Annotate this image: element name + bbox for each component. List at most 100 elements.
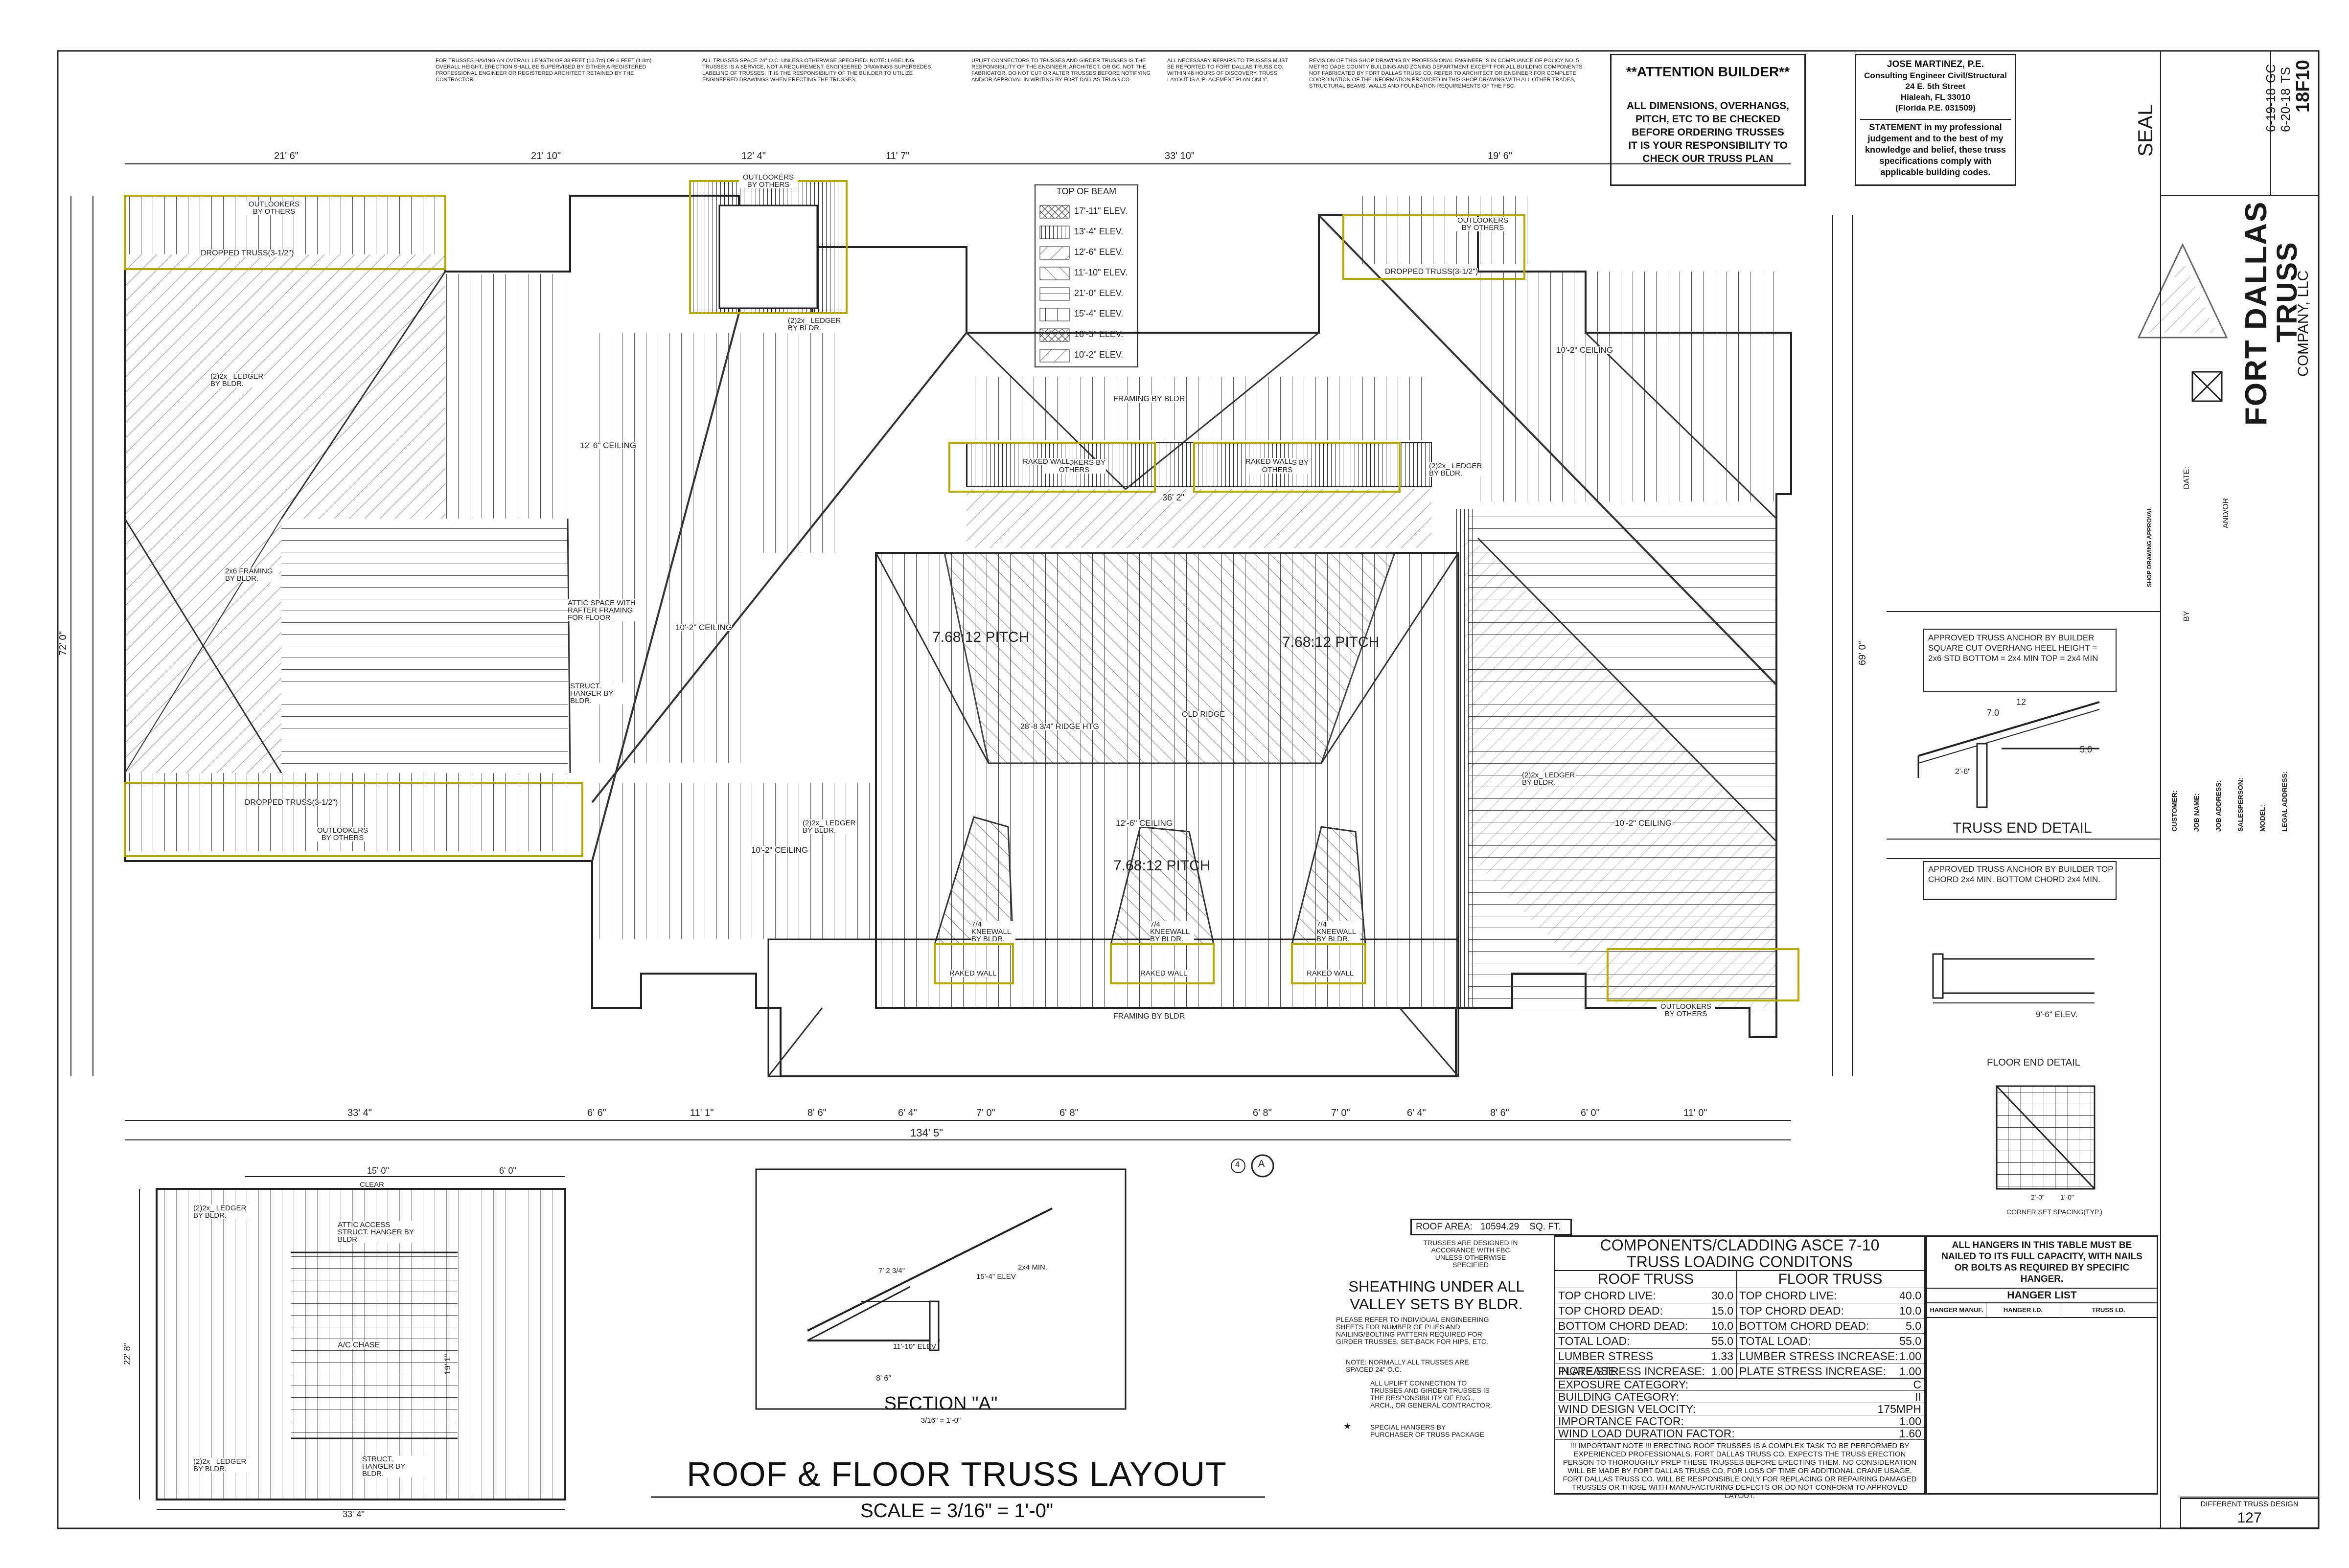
outlookers-label-left: OUTLOOKERS BY OTHERS [245, 201, 303, 215]
beam-legend-item-7: 16'-5" ELEV. [1074, 329, 1124, 339]
wide-rows: EXPOSURE CATEGORY:C BUILDING CATEGORY:II… [1555, 1378, 1924, 1440]
dim-bottom-12: 6' 0" [1581, 1108, 1600, 1118]
wide-row-value: 1.60 [1899, 1427, 1921, 1440]
wide-row-value: II [1915, 1390, 1921, 1403]
beam-legend-item-4: 11'-10" ELEV. [1074, 268, 1128, 277]
section-elev-11-10: 11'-10" ELEV [893, 1342, 936, 1351]
attention-title: **ATTENTION BUILDER** [1626, 64, 1790, 79]
raked-wall-label-3: RAKED WALL [949, 969, 997, 977]
dim-bottom-8: 6' 8" [1253, 1108, 1272, 1118]
roof-row-value: 10.0 [1711, 1319, 1733, 1332]
ridge-label: 28'-8 3/4" RIDGE HTG [1020, 723, 1099, 731]
header-note-repairs: ALL NECESSARY REPAIRS TO TRUSSES MUST BE… [1167, 58, 1288, 83]
roof-row: TOP CHORD LIVE:30.0 [1555, 1288, 1736, 1303]
floor-ac-chase: A/C CHASE [338, 1341, 380, 1349]
wide-row-label: EXPOSURE CATEGORY: [1558, 1378, 1689, 1391]
engineer-name: JOSE MARTINEZ, P.E. [1887, 59, 1984, 69]
truss-end-detail-title: TRUSS END DETAIL [1953, 820, 2092, 836]
approval-title: SHOP DRAWING APPROVAL [2146, 507, 2153, 587]
hanger-col-truss: TRUSS I.D. [2092, 1306, 2125, 1314]
section-a-drawing [755, 1168, 1127, 1410]
ledger-label-1: (2)2x_ LEDGER BY BLDR. [210, 372, 264, 388]
roof-row-label: TOP CHORD LIVE: [1558, 1289, 1656, 1302]
roof-row: PLATE STRESS INCREASE:1.00 [1555, 1364, 1736, 1379]
engineer-statement: STATEMENT in my professional judgement a… [1860, 119, 2011, 178]
dim-bottom-10: 6' 4" [1407, 1108, 1426, 1118]
dim-bottom-1: 33' 4" [347, 1108, 372, 1118]
kneewall-label-3: 7/4 KNEEWALL BY BLDR. [1316, 921, 1360, 943]
company-date-drawn: 6-20-18 [2278, 88, 2293, 132]
hanger-columns: HANGER MANUF. HANGER I.D. TRUSS I.D. [1927, 1303, 2157, 1318]
roof-row-label: LUMBER STRESS INCREASE: [1558, 1350, 1654, 1377]
outlookers-label-bottom-left: OUTLOOKERS BY OTHERS [313, 827, 372, 841]
job-legal-address-label: LEGAL ADDRESS: [2280, 771, 2288, 832]
pitch-right-label: 7.68:12 PITCH [1282, 634, 1380, 650]
kneewall-label-1: 7/4 KNEEWALL BY BLDR. [971, 921, 1015, 943]
pitch-left-label: 7.68:12 PITCH [932, 629, 1030, 645]
footer-label: DIFFERENT TRUSS DESIGN [2200, 1500, 2299, 1508]
title-block-lines [1887, 51, 2319, 1528]
callout-a-label: A [1258, 1159, 1265, 1169]
floor-row: PLATE STRESS INCREASE:1.00 [1736, 1364, 1924, 1379]
wide-row-label: WIND LOAD DURATION FACTOR: [1558, 1427, 1735, 1440]
floor-end-detail-title: FLOOR END DETAIL [1987, 1057, 2080, 1068]
floor-row: LUMBER STRESS INCREASE:1.00 [1736, 1349, 1924, 1364]
section-title: SECTION "A" [884, 1393, 998, 1414]
loading-title-1: COMPONENTS/CLADDING ASCE 7-10 [1600, 1236, 1880, 1254]
beam-legend-title: TOP OF BEAM [1056, 186, 1117, 196]
wide-row: BUILDING CATEGORY:II [1555, 1391, 1924, 1403]
section-elev-15-4: 15'-4" ELEV [976, 1273, 1016, 1281]
wide-row-value: 1.00 [1899, 1415, 1921, 1428]
uplift-note: ALL UPLIFT CONNECTION TO TRUSSES AND GIR… [1370, 1379, 1492, 1409]
beam-legend-swatches [1035, 184, 1138, 367]
truss-anchor-note-box: APPROVED TRUSS ANCHOR BY BUILDER SQUARE … [1923, 629, 2117, 692]
engineer-block: JOSE MARTINEZ, P.E. Consulting Engineer … [1855, 54, 2016, 186]
header-note-spacing: ALL TRUSSES SPACE 24" O.C. UNLESS OTHERW… [702, 58, 931, 83]
roof-area-box: ROOF AREA: 10594.29 SQ. FT. [1410, 1219, 1572, 1235]
floor-row: BOTTOM CHORD DEAD: 5.0 [1736, 1318, 1924, 1334]
wide-row: WIND LOAD DURATION FACTOR: 1.60 [1555, 1428, 1924, 1440]
floor-ledger-bottom: (2)2x_ LEDGER BY BLDR. [193, 1457, 247, 1473]
roof-row-label: TOTAL LOAD: [1558, 1335, 1630, 1347]
floor-row: TOTAL LOAD:55.0 [1736, 1334, 1924, 1349]
company-initials-1: TS [2278, 67, 2293, 83]
floor-clear-label: CLEAR [360, 1181, 385, 1189]
dim-overall-depth-right: 69' 0" [1857, 641, 1868, 665]
wide-row: EXPOSURE CATEGORY:C [1555, 1379, 1924, 1391]
wide-row-label: IMPORTANCE FACTOR: [1558, 1415, 1684, 1428]
wide-row: WIND DESIGN VELOCITY:175MPH [1555, 1403, 1924, 1415]
floor-end-elev: 9'-6" ELEV. [2036, 1010, 2078, 1019]
roof-row: TOP CHORD DEAD:15.0 [1555, 1303, 1736, 1318]
dim-36-2-label: 36' 2" [1162, 493, 1184, 502]
fbc-note: TRUSSES ARE DESIGNED IN ACCORANCE WITH F… [1423, 1239, 1518, 1269]
outlookers-label-right: OUTLOOKERS BY OTHERS [1453, 217, 1512, 231]
floor-row-label: BOTTOM CHORD DEAD: [1739, 1319, 1869, 1332]
floor-row-label: PLATE STRESS INCREASE: [1739, 1365, 1886, 1378]
dimension-lines [70, 163, 1853, 1140]
callout-number: 4 [1235, 1160, 1240, 1169]
beam-legend-item-8: 10'-2" ELEV. [1074, 350, 1124, 360]
floor-truss-title: FLOOR TRUSS [1736, 1271, 1924, 1288]
roof-truss-title: ROOF TRUSS [1555, 1271, 1736, 1288]
ceiling-10-2-left: 10'-2" CEILING [751, 845, 808, 855]
company-name-line1: FORT DALLAS [2239, 201, 2273, 426]
floor-row-value: 5.0 [1906, 1319, 1921, 1332]
framing-2x6-label: 2x6 FRAMING BY BLDR. [225, 568, 279, 582]
truss-end-bottom-rise: 5.0 [2080, 745, 2093, 754]
header-note-revision: REVISION OF THIS SHOP DRAWING BY PROFESS… [1309, 58, 1583, 89]
section-span: 8' 6" [876, 1374, 891, 1383]
truss-anchor-note: APPROVED TRUSS ANCHOR BY BUILDER SQUARE … [1928, 633, 2098, 663]
floor-width: 33' 4" [343, 1509, 365, 1519]
raked-wall-label-4: RAKED WALL [1140, 969, 1188, 977]
pitch-center-label: 7.68:12 PITCH [1113, 858, 1211, 874]
roof-row: BOTTOM CHORD DEAD:10.0 [1555, 1318, 1736, 1334]
outlookers-label-center: OUTLOOKERS BY OTHERS [739, 174, 798, 188]
truss-end-rise: 7.0 [1987, 708, 2000, 718]
header-note-uplift: UPLIFT CONNECTORS TO TRUSSES AND GIRDER … [971, 58, 1151, 83]
section-dim-7-2: 7' 2 3/4" [878, 1267, 905, 1275]
dropped-truss-bottom-left: DROPPED TRUSS(3-1/2") [245, 798, 338, 807]
raked-wall-label-2: RAKED WALL [1245, 457, 1293, 466]
special-hangers-note: SPECIAL HANGERS BY PURCHASER OF TRUSS PA… [1370, 1423, 1484, 1438]
job-salesperson-label: SALESPERSON: [2236, 777, 2244, 832]
